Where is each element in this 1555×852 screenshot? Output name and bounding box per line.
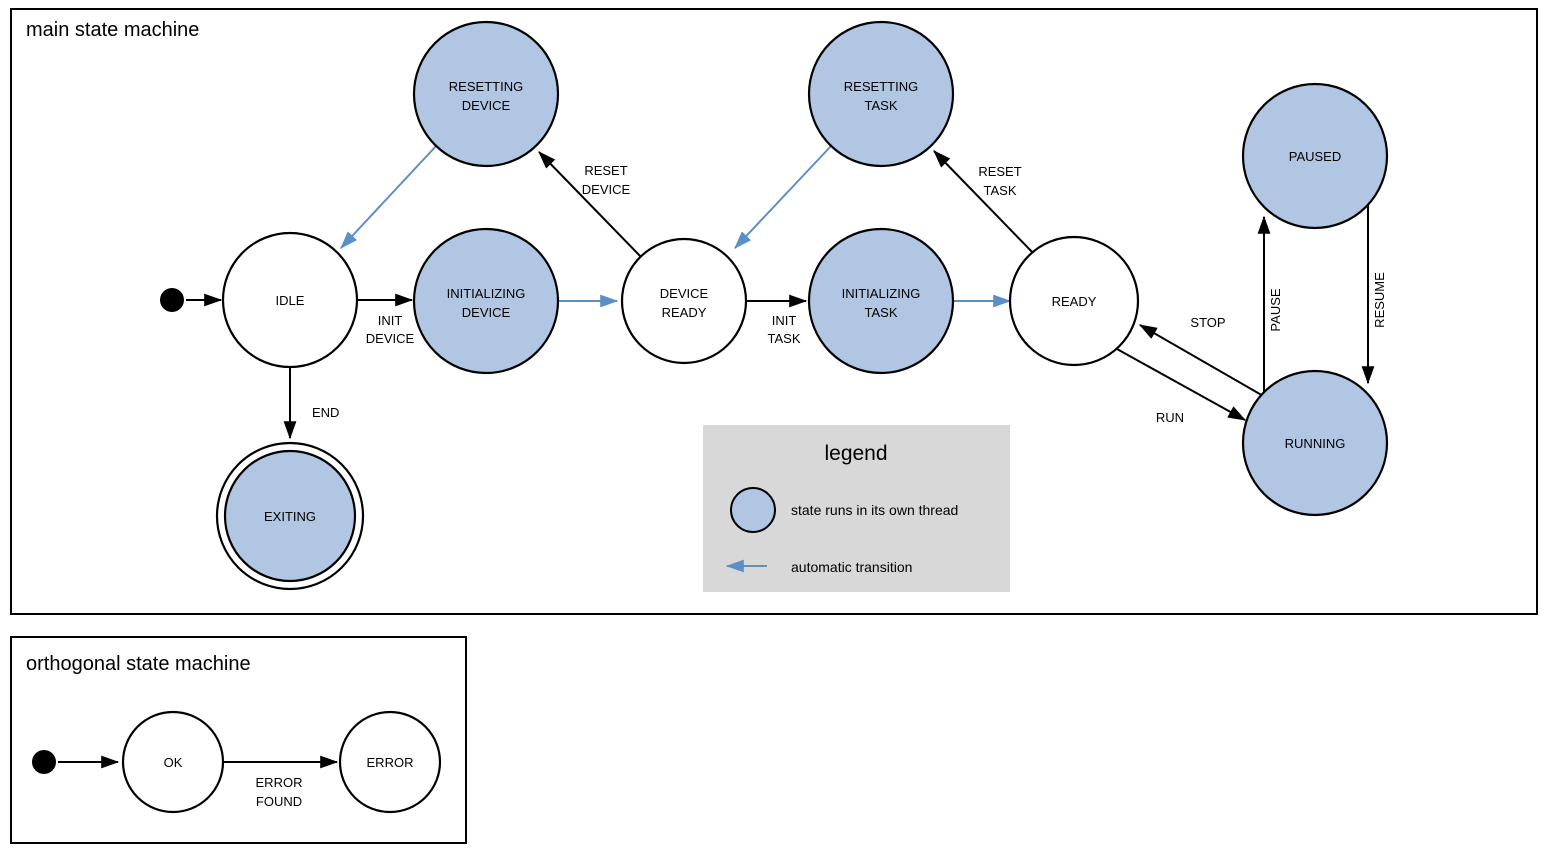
state-node-idle[interactable]: IDLE — [221, 231, 359, 369]
initial-state-dot-orthogonal — [32, 750, 56, 774]
state-circle-idle[interactable] — [221, 231, 359, 369]
state-label-initializing-device-line1: INITIALIZING — [447, 286, 526, 301]
state-node-ready[interactable]: READY — [1008, 235, 1140, 367]
state-node-resetting-task[interactable]: RESETTING TASK — [807, 20, 955, 168]
state-label-device-ready-line1: DEVICE — [660, 286, 709, 301]
edge-device-ready-to-resetting-device — [538, 151, 643, 259]
legend-automatic-label: automatic transition — [791, 559, 912, 575]
legend-thread-label: state runs in its own thread — [791, 502, 958, 518]
initial-state-dot-main — [160, 288, 184, 312]
state-circle-resetting-task[interactable] — [807, 20, 955, 168]
state-circle-initializing-task[interactable] — [807, 227, 955, 375]
edge-label-init-device-line2: DEVICE — [366, 331, 415, 346]
legend-title: legend — [824, 442, 887, 465]
state-circle-ok[interactable] — [121, 710, 225, 814]
state-node-initializing-device[interactable]: INITIALIZING DEVICE — [412, 227, 560, 375]
state-node-error[interactable]: ERROR — [338, 710, 442, 814]
state-label-ready: READY — [1052, 294, 1097, 309]
state-circle-exiting[interactable] — [223, 449, 357, 583]
state-node-exiting[interactable]: EXITING — [215, 441, 365, 591]
state-label-initializing-task-line2: TASK — [865, 305, 898, 320]
state-label-exiting: EXITING — [264, 509, 316, 524]
state-circle-running[interactable] — [1241, 369, 1389, 517]
edge-label-init-task-line2: TASK — [768, 331, 801, 346]
state-node-paused[interactable]: PAUSED — [1241, 82, 1389, 230]
edge-label-error-found-line2: FOUND — [256, 794, 302, 809]
state-label-resetting-device-line1: RESETTING — [449, 79, 523, 94]
edge-label-end: END — [312, 405, 339, 420]
state-label-initializing-task-line1: INITIALIZING — [842, 286, 921, 301]
edge-label-init-task-line1: INIT — [772, 313, 797, 328]
edge-label-resume: RESUME — [1372, 272, 1387, 328]
state-label-error: ERROR — [367, 755, 414, 770]
state-label-resetting-task-line2: TASK — [865, 98, 898, 113]
state-label-resetting-device-line2: DEVICE — [462, 98, 511, 113]
state-circle-initializing-device[interactable] — [412, 227, 560, 375]
state-circle-error[interactable] — [338, 710, 442, 814]
edge-label-run: RUN — [1156, 410, 1184, 425]
state-label-resetting-task-line1: RESETTING — [844, 79, 918, 94]
state-node-initializing-task[interactable]: INITIALIZING TASK — [807, 227, 955, 375]
edge-label-reset-task-line2: TASK — [984, 183, 1017, 198]
legend: legend state runs in its own thread auto… — [703, 425, 1010, 592]
state-label-initializing-device-line2: DEVICE — [462, 305, 511, 320]
state-label-paused: PAUSED — [1289, 149, 1342, 164]
edge-resetting-task-to-device-ready — [734, 144, 833, 249]
edge-ready-to-resetting-task — [933, 150, 1037, 257]
state-label-device-ready-line2: READY — [662, 305, 707, 320]
edge-running-to-ready — [1138, 324, 1266, 398]
edge-ready-to-running — [1116, 348, 1247, 421]
edge-label-pause: PAUSE — [1268, 288, 1283, 331]
state-circle-device-ready[interactable] — [620, 237, 748, 365]
state-node-resetting-device[interactable]: RESETTING DEVICE — [412, 20, 560, 168]
state-circle-paused[interactable] — [1241, 82, 1389, 230]
edge-label-reset-task-line1: RESET — [978, 164, 1021, 179]
main-frame-title: main state machine — [26, 19, 199, 41]
state-circle-ready[interactable] — [1008, 235, 1140, 367]
edge-label-reset-device-line1: RESET — [584, 163, 627, 178]
state-label-ok: OK — [164, 755, 183, 770]
edge-label-init-device-line1: INIT — [378, 313, 403, 328]
orthogonal-frame-title: orthogonal state machine — [26, 653, 251, 675]
state-label-running: RUNNING — [1285, 436, 1346, 451]
state-node-device-ready[interactable]: DEVICE READY — [620, 237, 748, 365]
edge-label-error-found-line1: ERROR — [256, 775, 303, 790]
state-circle-resetting-device[interactable] — [412, 20, 560, 168]
state-label-idle: IDLE — [276, 293, 305, 308]
edge-label-stop: STOP — [1190, 315, 1225, 330]
edge-resetting-device-to-idle — [340, 144, 438, 249]
state-node-ok[interactable]: OK — [121, 710, 225, 814]
edge-label-reset-device-line2: DEVICE — [582, 182, 631, 197]
legend-thread-swatch-icon — [730, 487, 776, 533]
state-node-running[interactable]: RUNNING — [1241, 369, 1389, 517]
